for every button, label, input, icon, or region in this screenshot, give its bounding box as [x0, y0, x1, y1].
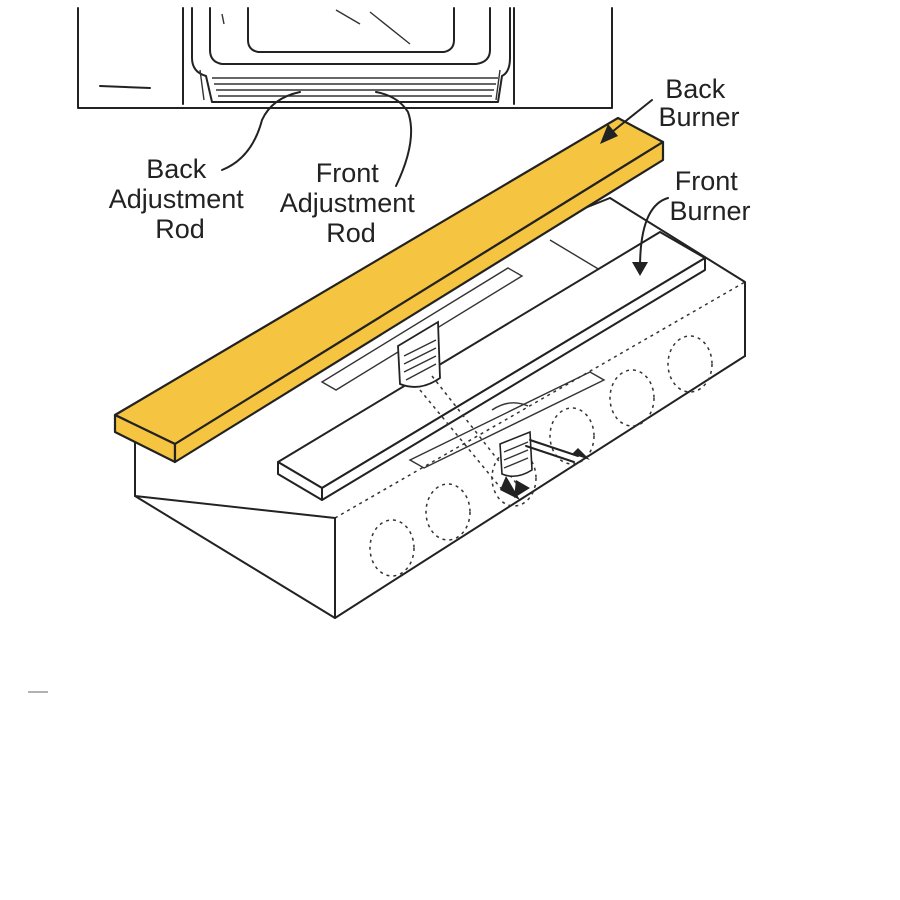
label-back-rod-line-2: Adjustment [109, 184, 245, 214]
oven-inset [77, 7, 613, 109]
label-front-burner: Front Burner [669, 166, 750, 226]
back-burner [113, 116, 665, 464]
back-burner-orifice [397, 320, 521, 493]
arrow-head-icon [600, 124, 618, 144]
arrow-head-icon [572, 448, 590, 460]
back-burner-leader [611, 99, 653, 133]
front-burner [277, 231, 706, 501]
label-front-burner-line-2: Burner [669, 196, 750, 226]
label-front-rod-line-1: Front [316, 158, 380, 188]
label-back-rod-line-3: Rod [155, 214, 205, 244]
label-back-adjustment-rod: Back Adjustment Rod [109, 154, 252, 244]
arrow-head-icon [632, 262, 648, 276]
label-back-burner: Back Burner [658, 74, 739, 132]
label-back-burner-line-1: Back [665, 74, 726, 104]
front-rod-leader [375, 91, 413, 187]
front-burner-orifice [499, 430, 579, 478]
label-back-rod-line-1: Back [146, 154, 207, 184]
label-front-burner-line-1: Front [675, 166, 739, 196]
label-front-adjustment-rod: Front Adjustment Rod [280, 158, 423, 248]
label-back-burner-line-2: Burner [658, 102, 739, 132]
label-front-rod-line-2: Adjustment [280, 188, 416, 218]
arrow-head-icon [514, 480, 530, 498]
label-front-rod-line-3: Rod [326, 218, 376, 248]
back-rod-leader [221, 91, 301, 171]
front-burner-leader [639, 197, 669, 269]
